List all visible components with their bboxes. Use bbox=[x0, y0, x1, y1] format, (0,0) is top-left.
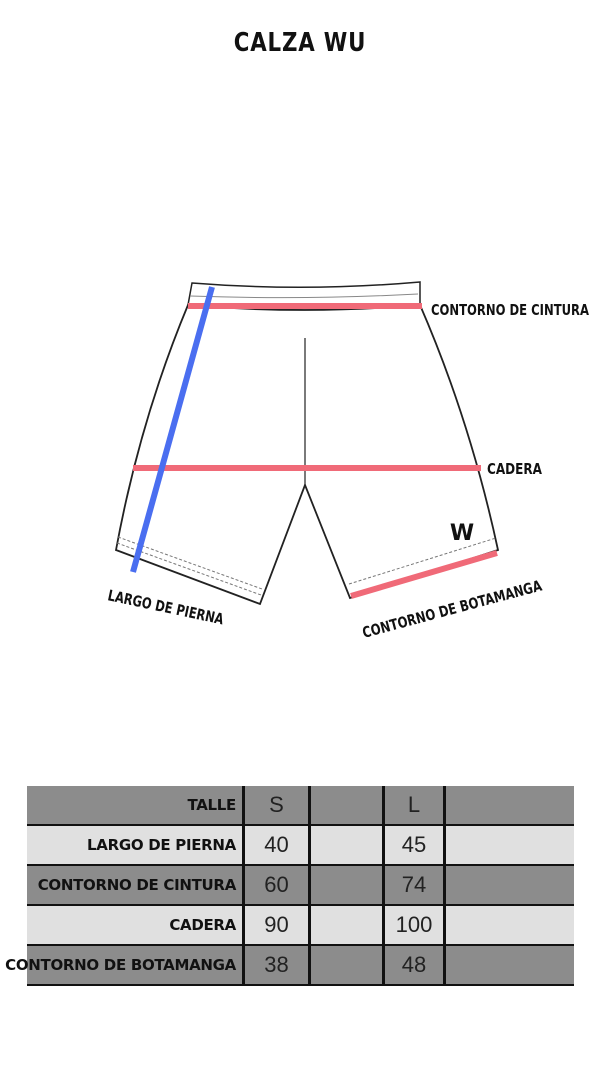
shorts-outline bbox=[114, 304, 500, 606]
size-header-m bbox=[311, 786, 385, 824]
row-label: CONTORNO DE BOTAMANGA bbox=[5, 946, 245, 984]
table-row: CONTORNO DE BOTAMANGA 38 48 bbox=[5, 946, 574, 986]
row-label: CONTORNO DE CINTURA bbox=[27, 866, 245, 904]
table-cell: 60 bbox=[245, 866, 311, 904]
row-label: CADERA bbox=[27, 906, 245, 944]
table-cell bbox=[446, 866, 574, 904]
table-cell bbox=[311, 946, 385, 984]
table-cell: 38 bbox=[245, 946, 311, 984]
table-row: CADERA 90 100 bbox=[27, 906, 574, 946]
waist-label: CONTORNO DE CINTURA bbox=[431, 301, 589, 319]
row-label: LARGO DE PIERNA bbox=[27, 826, 245, 864]
size-header-s: S bbox=[245, 786, 311, 824]
table-cell: 40 bbox=[245, 826, 311, 864]
brand-logo: W bbox=[450, 521, 474, 546]
leg-length-label: LARGO DE PIERNA bbox=[106, 586, 225, 628]
hip-label: CADERA bbox=[487, 460, 542, 478]
hem-measure-line bbox=[350, 550, 498, 599]
table-cell bbox=[446, 906, 574, 944]
leg-length-measure-line bbox=[130, 286, 215, 573]
table-cell bbox=[311, 826, 385, 864]
table-header-label: TALLE bbox=[27, 786, 245, 824]
table-row: LARGO DE PIERNA 40 45 bbox=[27, 826, 574, 866]
size-header-l: L bbox=[385, 786, 446, 824]
table-row: CONTORNO DE CINTURA 60 74 bbox=[27, 866, 574, 906]
table-cell: 48 bbox=[385, 946, 446, 984]
page-title: CALZA WU bbox=[233, 28, 367, 58]
table-cell bbox=[311, 906, 385, 944]
size-table: TALLE S L LARGO DE PIERNA 40 45 CONTORNO… bbox=[5, 786, 574, 986]
table-cell bbox=[446, 826, 574, 864]
table-cell bbox=[311, 866, 385, 904]
table-cell bbox=[446, 946, 574, 984]
shorts-diagram: W CONTORNO DE CINTURA CADERA LARGO DE PI… bbox=[106, 281, 589, 642]
table-cell: 90 bbox=[245, 906, 311, 944]
table-cell: 100 bbox=[385, 906, 446, 944]
right-hem-stitch bbox=[348, 537, 497, 585]
table-cell: 74 bbox=[385, 866, 446, 904]
table-header-row: TALLE S L bbox=[27, 786, 574, 826]
table-cell: 45 bbox=[385, 826, 446, 864]
size-header-xl bbox=[446, 786, 574, 824]
waistband-inner bbox=[189, 293, 419, 299]
